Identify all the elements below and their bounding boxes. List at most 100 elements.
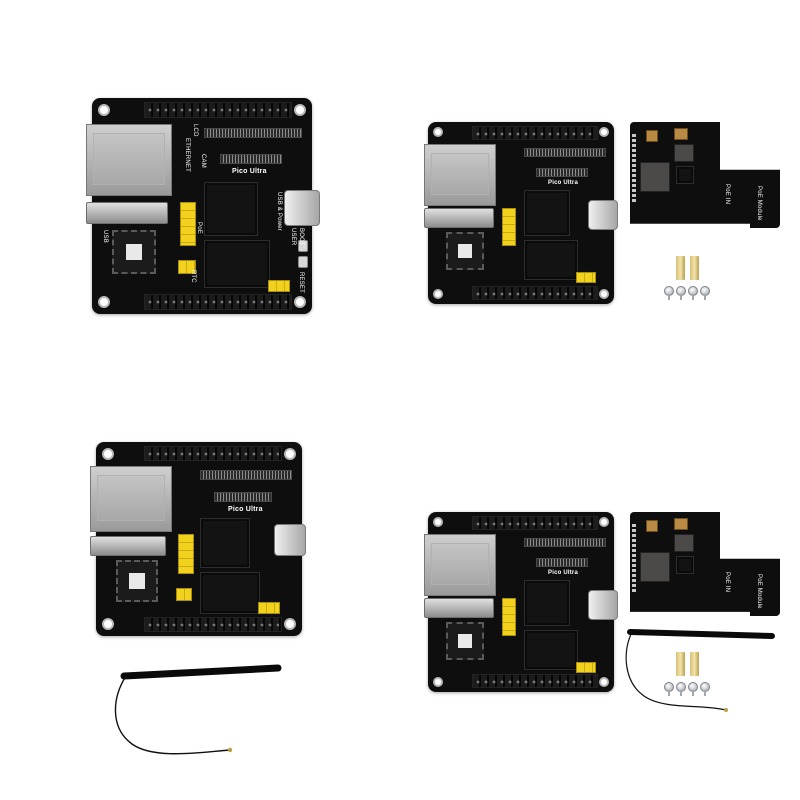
lcd-label: LCD <box>192 124 198 137</box>
mounting-hole <box>433 289 443 299</box>
screw <box>700 682 710 696</box>
rf-module <box>112 230 156 274</box>
boot-label: BOOT <box>298 228 304 246</box>
cam-fpc-connector <box>220 154 282 164</box>
main-board: Pico Ultra <box>424 512 618 692</box>
antenna-body <box>120 664 282 680</box>
screw <box>700 286 710 300</box>
soc-chip <box>524 580 570 626</box>
mounting-hole <box>433 677 443 687</box>
antenna-cable <box>114 675 231 755</box>
wifi-antenna <box>114 664 282 755</box>
mounting-hole <box>294 104 306 116</box>
board-title: Pico Ultra <box>548 570 579 576</box>
mounting-hole <box>599 289 609 299</box>
gpio-header-bottom <box>144 617 282 632</box>
wifi-antenna <box>625 629 775 712</box>
board-title: Pico Ultra <box>548 180 579 186</box>
poe-header <box>502 598 516 636</box>
ufl-connector <box>227 747 233 753</box>
rtc-battery-header <box>176 588 192 601</box>
capacitor <box>646 130 658 142</box>
memory-chip <box>200 572 260 614</box>
capacitor <box>646 520 658 532</box>
ethernet-jack <box>424 534 496 596</box>
usb-c-port <box>588 200 618 230</box>
mounting-hole <box>102 448 114 460</box>
poe-label: PoE <box>196 222 202 234</box>
usb-a-port <box>86 202 168 224</box>
screw <box>664 286 674 300</box>
mounting-hole <box>599 677 609 687</box>
main-board: Pico Ultra <box>90 442 306 636</box>
boot-button <box>298 256 308 268</box>
reset-header <box>268 280 290 292</box>
lcd-fpc-connector <box>204 128 302 138</box>
rtc-label: RTC <box>190 270 196 283</box>
usb-c-port <box>588 590 618 620</box>
panel-board-with-poe: Pico Ultra PoE IN PoE Module <box>424 120 786 310</box>
panel-full-kit: Pico Ultra PoE IN PoE Module <box>424 510 786 720</box>
usb-a-port <box>424 598 494 618</box>
usb-c-port <box>274 524 306 556</box>
ufl-connector <box>724 708 728 712</box>
mounting-hole <box>284 448 296 460</box>
inductor <box>674 144 694 162</box>
mounting-hole <box>284 618 296 630</box>
poe-module-label: PoE Module <box>756 574 762 609</box>
ethernet-jack <box>86 124 172 196</box>
poe-controller-chip <box>676 556 694 574</box>
poe-in-label: PoE IN <box>724 572 730 593</box>
poe-pin-header <box>632 134 636 204</box>
poe-in-label: PoE IN <box>724 184 730 205</box>
poe-pin-header <box>632 524 636 594</box>
rf-module <box>446 622 484 660</box>
usb-power-label: USB & Power <box>276 192 282 231</box>
rf-module <box>116 560 158 602</box>
panel-main-board: Pico Ultra LCD ETHERNET CAM USB PoE RTC … <box>86 96 320 316</box>
poe-module-label: PoE Module <box>756 186 762 221</box>
mounting-hole <box>599 127 609 137</box>
cam-fpc-connector <box>214 492 272 502</box>
panel-board-with-antenna: Pico Ultra <box>90 440 312 770</box>
gpio-header-top <box>472 516 598 530</box>
mounting-hole <box>599 517 609 527</box>
screw <box>664 682 674 696</box>
mounting-hole <box>98 296 110 308</box>
gpio-header-bottom <box>472 674 598 688</box>
screw <box>688 682 698 696</box>
screw <box>676 286 686 300</box>
main-board: Pico Ultra LCD ETHERNET CAM USB PoE RTC … <box>86 98 320 314</box>
cam-fpc-connector <box>536 558 588 567</box>
board-title: Pico Ultra <box>232 168 267 175</box>
transformer <box>640 162 670 192</box>
ethernet-label: ETHERNET <box>184 138 190 172</box>
inductor <box>674 534 694 552</box>
usb-c-port <box>284 190 320 226</box>
reset-header <box>576 272 596 283</box>
brass-standoff <box>676 256 685 280</box>
memory-chip <box>204 240 270 288</box>
usb-a-port <box>424 208 494 228</box>
mounting-hole <box>102 618 114 630</box>
reset-header <box>258 602 280 614</box>
user-button <box>298 240 308 252</box>
memory-chip <box>524 630 578 670</box>
reset-header <box>576 662 596 673</box>
brass-standoff <box>676 652 685 676</box>
ethernet-jack <box>90 466 172 532</box>
poe-module: PoE IN PoE Module <box>630 122 780 228</box>
lcd-fpc-connector <box>200 470 292 480</box>
cam-fpc-connector <box>536 168 588 177</box>
main-board: Pico Ultra <box>424 122 618 304</box>
capacitor <box>674 518 688 530</box>
transformer <box>640 552 670 582</box>
rtc-battery-header <box>178 260 196 274</box>
screw <box>688 286 698 300</box>
gpio-header-top <box>472 126 598 140</box>
rf-module <box>446 232 484 270</box>
soc-chip <box>200 518 250 568</box>
poe-header <box>502 208 516 246</box>
gpio-header-top <box>144 102 292 118</box>
board-title: Pico Ultra <box>228 506 263 513</box>
